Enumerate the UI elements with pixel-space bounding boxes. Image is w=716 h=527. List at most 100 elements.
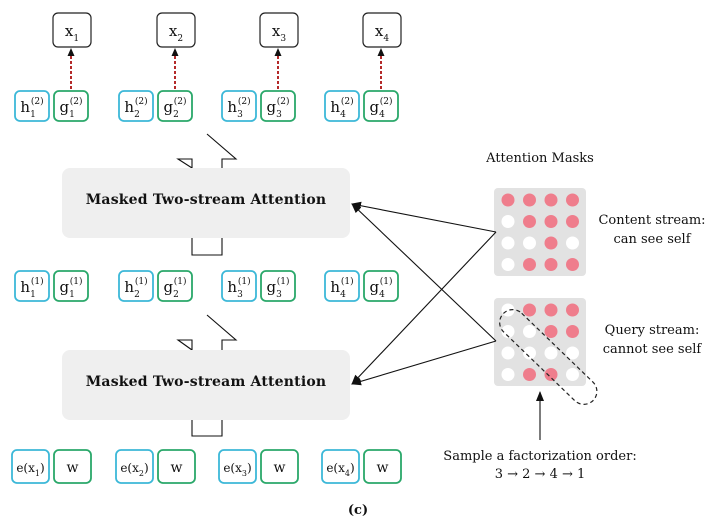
attention-block-lower-label: Masked Two-stream Attention (85, 374, 327, 390)
query-stream-label-line1: Query stream: (604, 323, 700, 338)
h-box-layer2-3 (221, 90, 257, 122)
query-mask-cell-3-1 (501, 346, 515, 360)
attention-block-upper-label: Masked Two-stream Attention (85, 192, 327, 208)
w-box-4 (363, 449, 402, 484)
g-box-layer1-3 (260, 270, 296, 302)
content-mask-cell-2-4 (566, 215, 579, 228)
embedding-label-3: e(x3) (223, 461, 251, 478)
content-mask-cell-3-2 (523, 236, 536, 250)
w-label-4: w (377, 460, 389, 476)
h-box-layer2-1 (14, 90, 50, 122)
output-box-x4 (362, 12, 402, 48)
g-label-layer2-1: g1(2) (59, 96, 82, 120)
content-mask-cell-2-1 (501, 215, 515, 228)
sample-order-line1: Sample a factorization order: (443, 449, 637, 464)
query-mask-matrix (494, 298, 586, 386)
content-mask-cell-4-1 (501, 258, 515, 271)
content-mask-cell-2-3 (544, 215, 558, 228)
flow-arrow-upper-head (176, 133, 238, 170)
query-to-upper-attention (351, 203, 497, 342)
embedding-box-3 (218, 449, 257, 484)
w-label-1: w (67, 460, 79, 476)
diagonal-mask-outline (499, 309, 598, 405)
content-mask-cell-4-3 (544, 258, 558, 271)
h-label-layer1-4: h4(1) (330, 276, 353, 300)
sample-order-line2: 3 → 2 → 4 → 1 (494, 467, 586, 482)
attention-block-lower (62, 350, 350, 420)
query-mask-cell-1-4 (566, 303, 579, 317)
embedding-box-1 (11, 449, 50, 484)
g-box-layer2-2 (157, 90, 193, 122)
g-label-layer1-4: g4(1) (369, 276, 392, 300)
query-mask-cell-1-2 (523, 303, 536, 317)
g-label-layer1-1: g1(1) (59, 276, 82, 300)
h-label-layer1-2: h2(1) (124, 276, 147, 300)
h-box-layer1-3 (221, 270, 257, 302)
g-box-layer1-4 (363, 270, 399, 302)
w-box-1 (53, 449, 92, 484)
g-box-layer1-2 (157, 270, 193, 302)
g-label-layer2-4: g4(2) (369, 96, 392, 120)
query-mask-cell-4-3 (544, 368, 558, 381)
embedding-box-4 (321, 449, 360, 484)
query-mask-cell-3-2 (523, 346, 536, 360)
content-mask-cell-1-3 (544, 193, 558, 207)
output-box-x1 (52, 12, 92, 48)
w-box-3 (260, 449, 299, 484)
content-mask-cell-4-4 (566, 258, 579, 271)
h-box-layer1-2 (118, 270, 154, 302)
query-mask-cell-2-2 (523, 325, 536, 338)
content-mask-cell-1-4 (566, 193, 579, 207)
content-mask-matrix (494, 188, 586, 276)
query-mask-cell-2-4 (566, 325, 579, 338)
embedding-label-2: e(x2) (120, 461, 148, 478)
query-mask-cell-4-1 (501, 368, 515, 381)
query-mask-cell-2-3 (544, 325, 558, 338)
embedding-box-2 (115, 449, 154, 484)
content-stream-label-line1: Content stream: (598, 213, 706, 228)
embedding-label-4: e(x4) (326, 461, 354, 478)
w-box-2 (157, 449, 196, 484)
g-box-layer1-1 (53, 270, 89, 302)
h-label-layer2-1: h1(2) (20, 96, 43, 120)
h-label-layer2-2: h2(2) (124, 96, 147, 120)
content-mask-cell-4-2 (523, 258, 536, 271)
content-mask-cell-2-2 (523, 215, 536, 228)
h-box-layer1-4 (324, 270, 360, 302)
output-label-x3: x3 (272, 22, 286, 44)
flow-arrow-lower-head (176, 314, 238, 352)
h-box-layer2-4 (324, 90, 360, 122)
query-mask-cell-2-1 (501, 325, 515, 338)
g-label-layer2-2: g2(2) (163, 96, 186, 120)
attention-block-upper (62, 168, 350, 238)
h-label-layer2-4: h4(2) (330, 96, 353, 120)
query-mask-cell-1-3 (544, 303, 558, 317)
h-box-layer1-1 (14, 270, 50, 302)
g-label-layer2-3: g3(2) (266, 96, 289, 120)
w-label-3: w (274, 460, 286, 476)
g-box-layer2-4 (363, 90, 399, 122)
content-mask-cell-1-2 (523, 193, 536, 207)
h-label-layer1-1: h1(1) (20, 276, 43, 300)
output-label-x2: x2 (169, 22, 183, 44)
query-mask-cell-3-4 (566, 346, 579, 360)
g-label-layer1-2: g2(1) (163, 276, 186, 300)
h-label-layer1-3: h3(1) (227, 276, 250, 300)
h-box-layer2-2 (118, 90, 154, 122)
query-mask-cell-3-3 (544, 346, 558, 360)
query-to-lower-attention (351, 340, 497, 386)
content-mask-cell-3-3 (544, 236, 558, 250)
w-label-2: w (171, 460, 183, 476)
g-label-layer1-3: g3(1) (266, 276, 289, 300)
h-label-layer2-3: h3(2) (227, 96, 250, 120)
content-to-lower-attention (351, 231, 497, 385)
flow-stem-lower (191, 420, 223, 437)
query-stream-label-line2: cannot see self (602, 342, 702, 357)
g-box-layer2-1 (53, 90, 89, 122)
attention-masks-title: Attention Masks (486, 151, 594, 166)
figure-caption: (c) (347, 503, 369, 518)
content-mask-cell-3-4 (566, 236, 579, 250)
output-box-x2 (156, 12, 196, 48)
content-to-upper-attention (351, 201, 497, 233)
